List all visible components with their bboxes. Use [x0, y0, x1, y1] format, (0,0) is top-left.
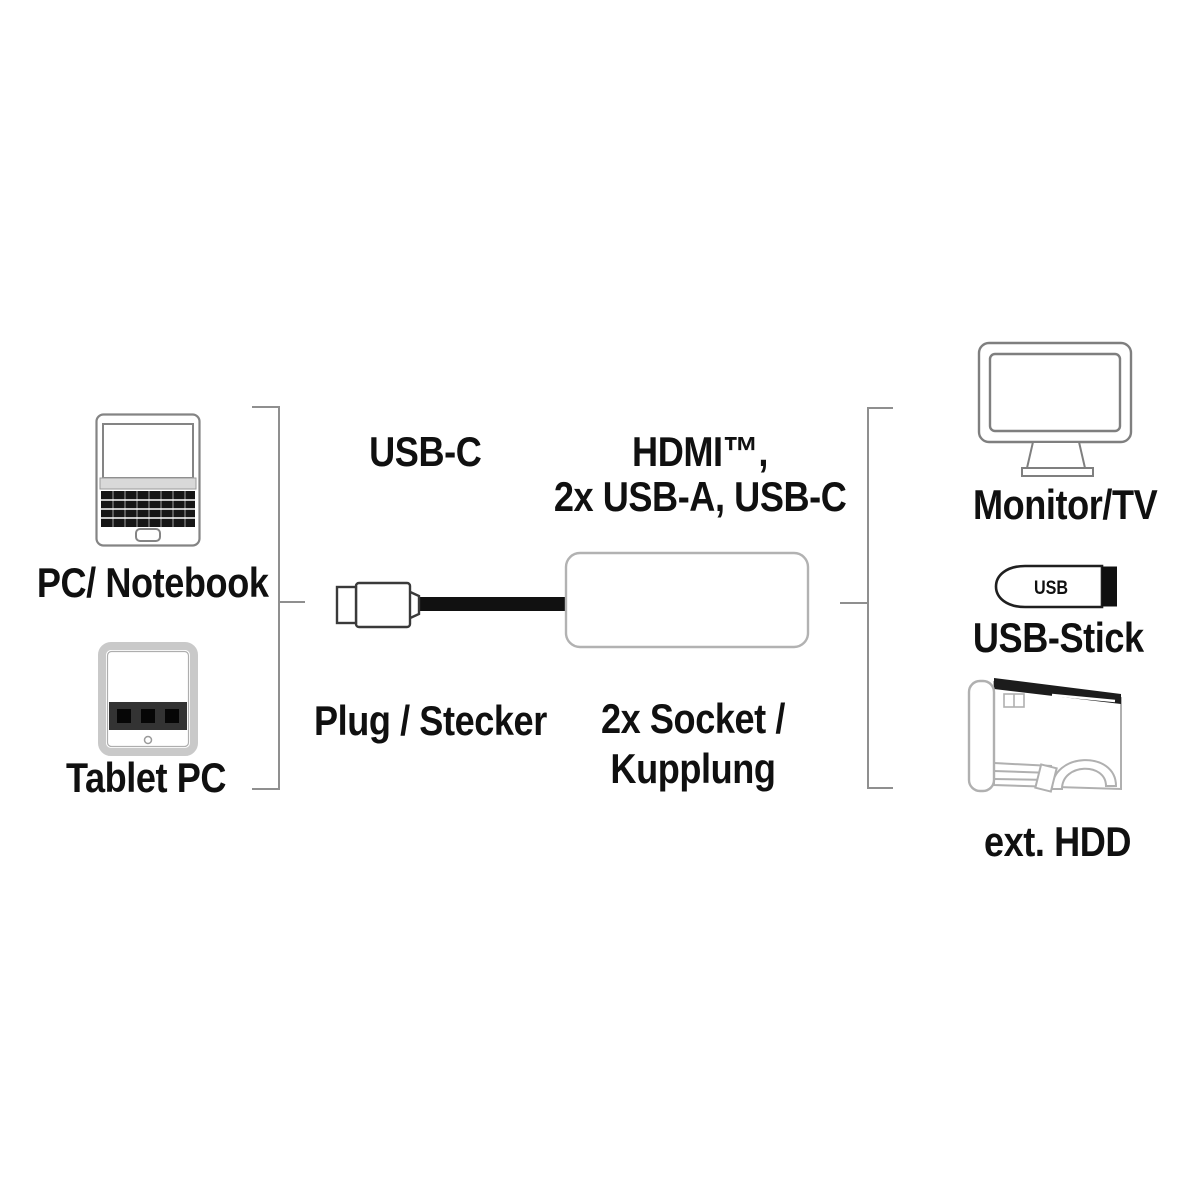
ext-hdd-label: ext. HDD: [958, 819, 1158, 864]
hub-ports-line2: 2x USB-A, USB-C: [553, 473, 847, 520]
ext-hdd-text: ext. HDD: [984, 818, 1132, 865]
monitor-tv-text: Monitor/TV: [973, 481, 1158, 528]
tablet-pc-text: Tablet PC: [65, 754, 227, 801]
hub-body-icon: [564, 551, 810, 649]
monitor-icon: [977, 341, 1133, 477]
plug-caption-text: Plug / Stecker: [313, 697, 547, 744]
left-bracket: [252, 406, 305, 790]
usb-c-plug-icon: [335, 581, 421, 629]
laptop-icon: [95, 413, 201, 547]
cable-line: [415, 597, 580, 611]
usb-c-connector-label: USB-C: [330, 429, 520, 474]
right-bracket: [840, 407, 893, 789]
plug-caption-label: Plug / Stecker: [295, 698, 555, 743]
usb-stick-print: USB: [1034, 577, 1068, 599]
socket-caption-line1: 2x Socket /: [600, 695, 785, 742]
external-hdd-icon: [967, 678, 1122, 793]
hub-ports-line1: HDMI™,: [632, 428, 768, 475]
tablet-icon: [98, 642, 198, 756]
usb-stick-icon: USB: [994, 564, 1117, 609]
usb-c-connector-text: USB-C: [368, 428, 482, 475]
socket-caption-label: 2x Socket / Kupplung: [540, 694, 845, 794]
monitor-tv-label: Monitor/TV: [958, 482, 1158, 527]
socket-caption-line2: Kupplung: [609, 745, 776, 792]
hub-ports-label: HDMI™, 2x USB-A, USB-C: [525, 429, 875, 519]
pc-notebook-text: PC/ Notebook: [36, 559, 269, 606]
pc-notebook-label: PC/ Notebook: [18, 560, 276, 605]
tablet-pc-label: Tablet PC: [21, 755, 271, 800]
usb-stick-text: USB-Stick: [972, 614, 1144, 661]
usb-stick-label: USB-Stick: [958, 615, 1158, 660]
